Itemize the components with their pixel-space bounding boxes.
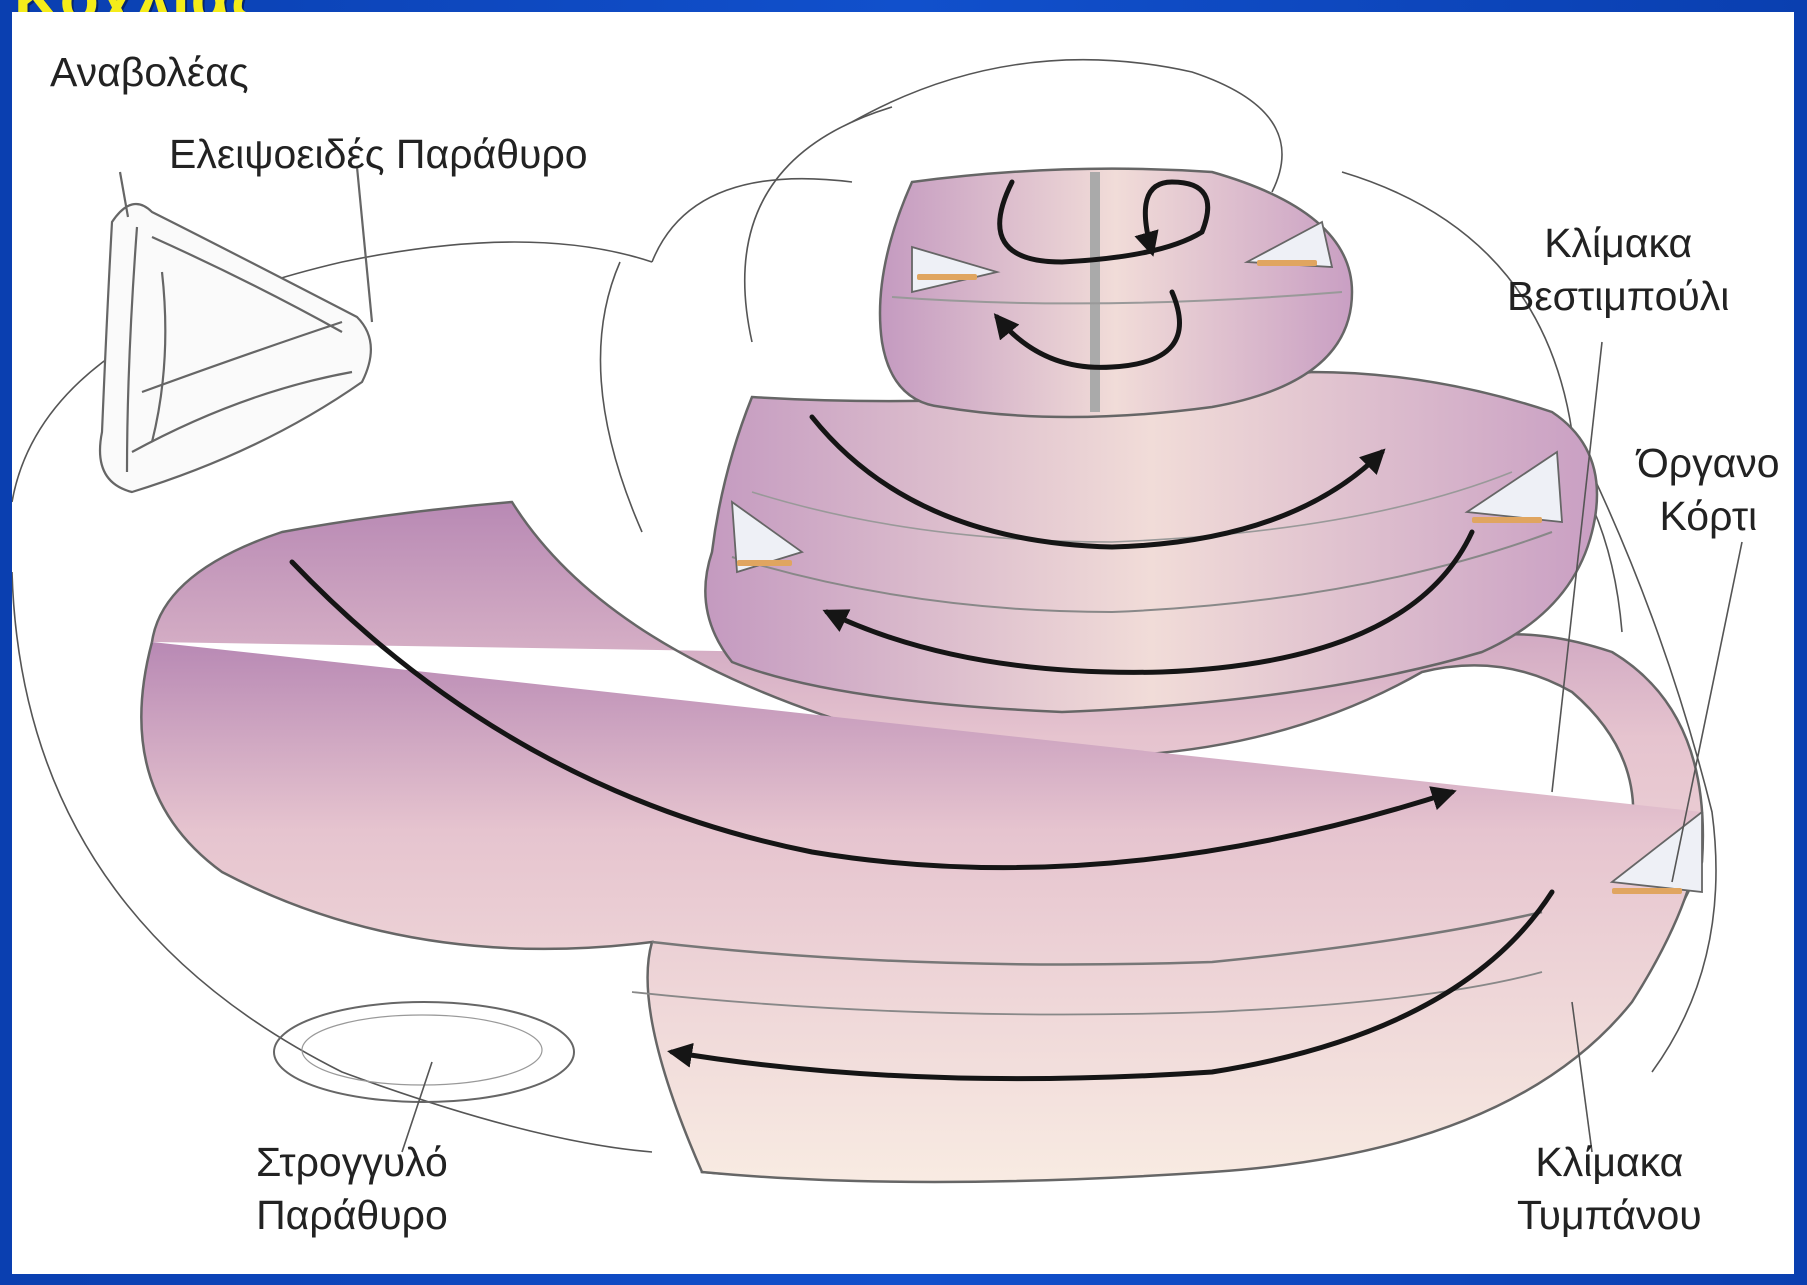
label-scala-vestibuli: Κλίμακα Βεστιμπούλι <box>1507 217 1729 324</box>
diagram-panel: Αναβολέας Ελειψοειδές Παράθυρο Κλίμακα Β… <box>12 12 1794 1274</box>
cochlea-illustration <box>12 12 1794 1274</box>
label-stapes: Αναβολέας <box>50 46 249 99</box>
apical-turn <box>880 169 1352 417</box>
stapes-shape <box>100 167 372 492</box>
label-round-window: Στρογγυλό Παράθυρο <box>256 1136 448 1243</box>
label-organ-of-corti: Όργανο Κόρτι <box>1637 437 1780 544</box>
label-scala-tympani: Κλίμακα Τυμπάνου <box>1517 1136 1702 1243</box>
label-oval-window: Ελειψοειδές Παράθυρο <box>169 128 588 181</box>
